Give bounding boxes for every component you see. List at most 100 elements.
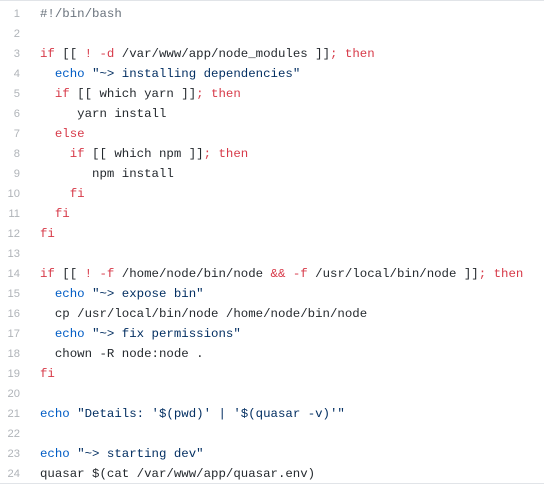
- code-token-keyword: fi: [40, 367, 55, 381]
- code-line: 16 cp /usr/local/bin/node /home/node/bin…: [0, 304, 544, 324]
- code-line: 13: [0, 244, 544, 264]
- code-token-keyword: ; then: [196, 87, 241, 101]
- code-token-plain: [40, 327, 55, 341]
- line-number[interactable]: 12: [7, 228, 20, 240]
- code-token-plain: [85, 327, 92, 341]
- code-line: 9 npm install: [0, 164, 544, 184]
- line-number[interactable]: 17: [7, 328, 20, 340]
- line-code: if [[ which npm ]]; then: [20, 144, 544, 164]
- code-token-plain: [[: [54, 267, 85, 281]
- line-number[interactable]: 4: [13, 68, 20, 80]
- code-line: 7 else: [0, 124, 544, 144]
- line-number[interactable]: 16: [7, 308, 20, 320]
- code-token-plain: /home/node/bin/node: [114, 267, 271, 281]
- code-token-plain: [40, 147, 70, 161]
- code-token-keyword: fi: [40, 227, 55, 241]
- code-token-keyword: &&: [270, 267, 286, 281]
- line-number[interactable]: 23: [7, 448, 20, 460]
- code-token-plain: [92, 47, 99, 61]
- line-code: [20, 384, 544, 404]
- code-line: 12 fi: [0, 224, 544, 244]
- code-token-keyword: if: [69, 147, 85, 161]
- code-token-builtin: echo: [40, 407, 70, 421]
- line-code: [20, 24, 544, 44]
- code-token-keyword: ; then: [203, 147, 249, 161]
- line-number[interactable]: 13: [7, 248, 20, 260]
- code-line: 6 yarn install: [0, 104, 544, 124]
- code-line: 17 echo "~> fix permissions": [0, 324, 544, 344]
- line-code: echo "Details: '$(pwd)' | '$(quasar -v)'…: [20, 404, 544, 424]
- code-token-plain: [[ which yarn ]]: [69, 87, 197, 101]
- line-number[interactable]: 15: [7, 288, 20, 300]
- line-number[interactable]: 3: [13, 48, 20, 60]
- code-line: 11 fi: [0, 204, 544, 224]
- line-code: fi: [20, 184, 544, 204]
- line-code: if [[ ! -f /home/node/bin/node && -f /us…: [20, 264, 544, 284]
- line-number[interactable]: 18: [7, 348, 20, 360]
- line-code: cp /usr/local/bin/node /home/node/bin/no…: [20, 304, 544, 324]
- code-token-comment: #!/bin/bash: [40, 7, 122, 21]
- code-line: 5 if [[ which yarn ]]; then: [0, 84, 544, 104]
- code-token-keyword: ; then: [330, 47, 375, 61]
- line-number[interactable]: 7: [13, 128, 20, 140]
- code-token-plain: [40, 187, 70, 201]
- code-token-plain: quasar $(cat /var/www/app/quasar.env): [40, 467, 316, 481]
- code-token-string: "~> expose bin": [92, 287, 204, 301]
- code-token-keyword: if: [40, 267, 55, 281]
- line-number[interactable]: 11: [8, 208, 20, 220]
- code-token-plain: [40, 127, 55, 141]
- code-token-keyword: !: [84, 267, 93, 281]
- code-line: 2: [0, 24, 544, 44]
- line-code: [20, 424, 544, 444]
- code-token-plain: /var/www/app/node_modules ]]: [114, 47, 331, 61]
- line-code: if [[ which yarn ]]; then: [20, 84, 544, 104]
- code-line: 15 echo "~> expose bin": [0, 284, 544, 304]
- code-token-plain: npm install: [40, 167, 174, 181]
- line-code: fi: [20, 364, 544, 384]
- line-code: [20, 244, 544, 264]
- line-number[interactable]: 5: [13, 88, 20, 100]
- code-token-plain: [85, 287, 92, 301]
- line-number[interactable]: 14: [7, 268, 20, 280]
- line-code: echo "~> installing dependencies": [20, 64, 544, 84]
- code-token-plain: chown -R node:node .: [40, 347, 204, 361]
- line-number[interactable]: 24: [7, 468, 20, 480]
- code-token-builtin: echo: [54, 67, 85, 81]
- code-token-string: "~> fix permissions": [92, 327, 241, 341]
- line-code: yarn install: [20, 104, 544, 124]
- code-token-keyword: fi: [69, 187, 85, 201]
- line-number[interactable]: 20: [7, 388, 20, 400]
- code-token-keyword: fi: [54, 207, 70, 221]
- code-line: 18 chown -R node:node .: [0, 344, 544, 364]
- line-number[interactable]: 8: [13, 148, 20, 160]
- line-code: quasar $(cat /var/www/app/quasar.env): [20, 464, 544, 484]
- code-line: 24 quasar $(cat /var/www/app/quasar.env): [0, 464, 544, 484]
- line-code: echo "~> expose bin": [20, 284, 544, 304]
- line-code: #!/bin/bash: [20, 4, 544, 24]
- line-number[interactable]: 22: [7, 428, 20, 440]
- code-line: 19 fi: [0, 364, 544, 384]
- code-token-builtin: echo: [54, 327, 85, 341]
- code-token-plain: [[ which npm ]]: [84, 147, 204, 161]
- line-number[interactable]: 10: [7, 188, 20, 200]
- code-token-keyword: if: [54, 87, 70, 101]
- code-token-plain: [40, 67, 55, 81]
- line-code: fi: [20, 204, 544, 224]
- line-number[interactable]: 1: [13, 8, 20, 20]
- code-token-plain: [285, 267, 292, 281]
- line-number[interactable]: 9: [13, 168, 20, 180]
- line-number[interactable]: 2: [13, 28, 20, 40]
- code-token-keyword: if: [40, 47, 55, 61]
- line-number[interactable]: 21: [7, 408, 20, 420]
- line-code: chown -R node:node .: [20, 344, 544, 364]
- code-line: 22: [0, 424, 544, 444]
- code-token-keyword: -f: [99, 267, 115, 281]
- line-number[interactable]: 6: [13, 108, 20, 120]
- line-code: npm install: [20, 164, 544, 184]
- line-number[interactable]: 19: [7, 368, 20, 380]
